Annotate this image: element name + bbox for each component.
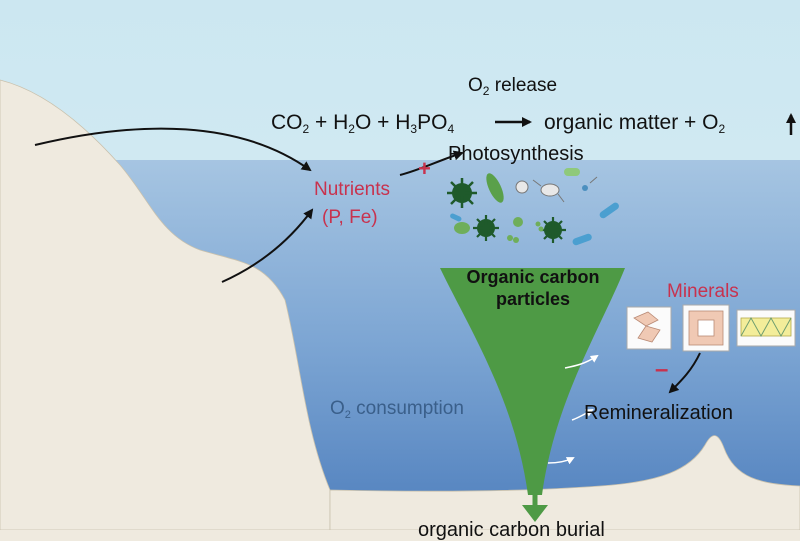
remineralization-label: Remineralization [584, 402, 733, 424]
plus-sign: + [418, 156, 431, 181]
o2-consumption-label: O2 consumption [330, 398, 464, 421]
nutrients-label: Nutrients [314, 179, 391, 200]
minerals-to-remineralization-arrow [668, 352, 701, 394]
release-arrow-2 [571, 409, 594, 421]
algae-cell-icon [486, 173, 504, 203]
seafloor [329, 435, 800, 530]
coastline-land [0, 79, 331, 530]
zooplankton-icon [515, 176, 598, 203]
cyanobacteria-icon [450, 168, 619, 246]
mineral-sheet-icon [736, 309, 796, 347]
sinking-arrow-head [522, 505, 548, 522]
nutrient-to-photosynthesis-arrow [399, 150, 464, 176]
photosynthesis-label: Photosynthesis [448, 143, 584, 165]
organic-carbon-funnel [440, 268, 625, 495]
nutrient-arrow-upper [34, 127, 312, 172]
reaction-products: organic matter + O2 [544, 111, 726, 136]
o2-release-label: O2 release [468, 75, 558, 98]
diatom-icon [447, 178, 477, 208]
minerals-label: Minerals [667, 281, 739, 302]
particles-label: particles [495, 289, 571, 309]
release-arrow-3 [547, 457, 575, 465]
burial-label: organic carbon burial [418, 519, 605, 541]
release-arrow-1 [564, 354, 599, 369]
organic-carbon-label: Organic carbon [466, 267, 600, 287]
mineral-clay-icon [626, 306, 672, 350]
nutrient-arrow-lower [221, 208, 314, 283]
minus-sign: – [655, 356, 669, 383]
nutrients-elements-label: (P, Fe) [322, 207, 378, 228]
reaction-reactants: CO2 + H2O + H3PO4 [271, 111, 455, 136]
mineral-oxide-icon [682, 304, 730, 352]
diagram-canvas [0, 0, 800, 530]
